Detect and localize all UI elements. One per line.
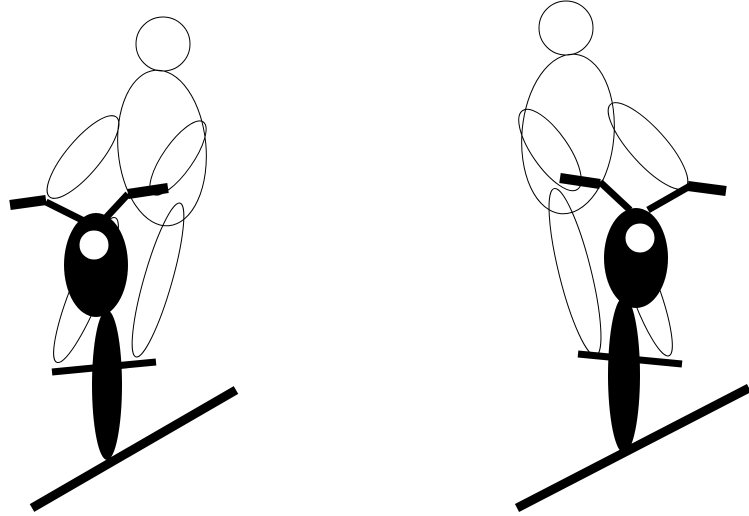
rider-left-torso [111,66,212,229]
panel-right [508,1,749,508]
bicycle-left-handlebar-right [128,188,168,194]
bicycle-left-headlight [79,230,109,260]
rider-left-arm-left [37,106,130,208]
bicycle-right-frame [604,208,668,308]
bicycle-left-frame [64,213,128,317]
bicycle-right-handlebar-left [560,178,600,184]
ground-slope-left [32,390,236,508]
bicycle-right-stem-right [648,186,690,210]
rider-right-arm-right [597,92,699,199]
bicycle-left [10,188,168,460]
bicycle-right-wheel [608,297,640,453]
rider-left-head [136,17,190,71]
rider-left-leg-right [122,199,193,361]
bicycle-right-headlight [625,223,655,253]
rider-right-head [539,1,593,55]
bicycle-left-pedal-bar [52,362,156,372]
bicycle-left-handlebar-left [10,200,46,205]
rider-right-leg-left [539,185,612,360]
bicycle-left-wheel [92,310,122,460]
bicycle-right-handlebar-right [688,186,726,191]
bicycle-left-stem-left [46,202,86,222]
rider-right-torso [515,50,621,217]
bicycle-right-stem-left [600,182,630,210]
panel-left [10,17,236,508]
